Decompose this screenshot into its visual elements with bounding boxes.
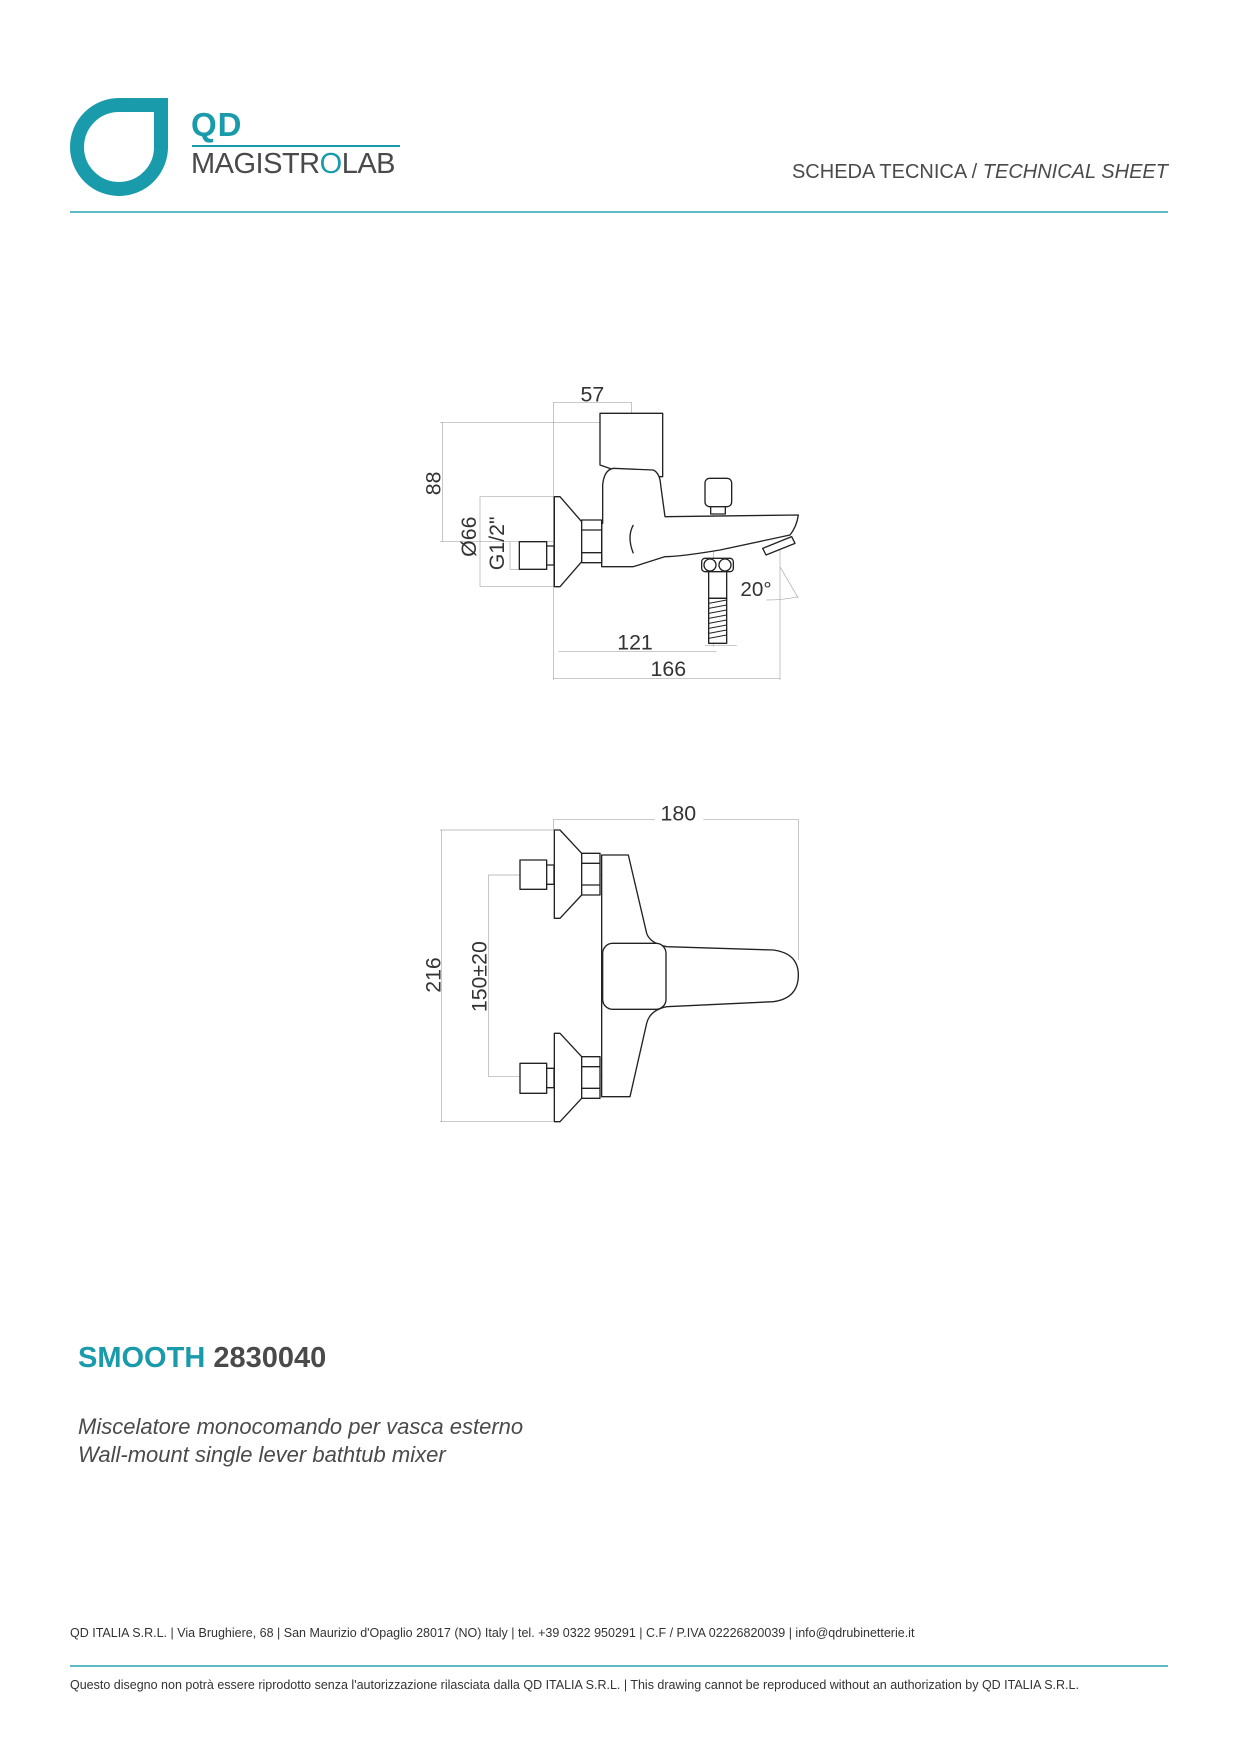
dim-121-label: 121 — [617, 630, 653, 654]
dimension-lines — [440, 819, 799, 1122]
description-it: Miscelatore monocomando per vasca estern… — [78, 1414, 524, 1439]
side-view-drawing: 57 88 Ø66 G1/2" 20° 121 166 — [422, 383, 799, 681]
brand-part1: MAGISTR — [191, 148, 320, 180]
dim-88-label: 88 — [422, 471, 446, 495]
dim-57-label: 57 — [580, 383, 604, 407]
dim-thread-label: G1/2" — [485, 516, 509, 570]
description-en: Wall-mount single lever bathtub mixer — [78, 1442, 446, 1467]
brand-logo-drop-icon — [70, 98, 169, 196]
dim-216-label: 216 — [422, 957, 446, 993]
dim-150-label: 150±20 — [468, 941, 492, 1012]
sheet-separator: / — [966, 161, 983, 183]
product-title: SMOOTH 2830040 — [78, 1342, 326, 1375]
front-view-drawing: 180 216 150±20 — [422, 802, 799, 1123]
mixer-outline — [518, 412, 799, 644]
brand-part2: LAB — [341, 148, 396, 180]
mixer-outline — [519, 829, 799, 1123]
dim-angle-label: 20° — [740, 578, 771, 601]
dim-180-label: 180 — [661, 802, 697, 826]
brand-divider — [192, 145, 400, 147]
product-series: SMOOTH — [78, 1342, 206, 1374]
dim-166-label: 166 — [651, 657, 687, 681]
footer-copyright: Questo disegno non potrà essere riprodot… — [70, 1678, 1079, 1692]
footer-company-info: QD ITALIA S.R.L. | Via Brughiere, 68 | S… — [70, 1626, 915, 1640]
brand-o: O — [319, 148, 343, 180]
footer-rule — [70, 1665, 1168, 1667]
hose-coil — [708, 599, 727, 639]
sheet-label-it: SCHEDA TECNICA — [791, 161, 967, 183]
dim-diameter-label: Ø66 — [457, 517, 481, 557]
brand-qd: QD — [191, 106, 243, 143]
brand-magistrolab: MAGISTROLAB — [191, 148, 396, 180]
product-code: 2830040 — [213, 1342, 327, 1374]
sheet-label-en: TECHNICAL SHEET — [982, 161, 1168, 183]
header-rule — [70, 211, 1168, 213]
sheet-label: SCHEDA TECNICA / TECHNICAL SHEET — [792, 161, 1168, 184]
